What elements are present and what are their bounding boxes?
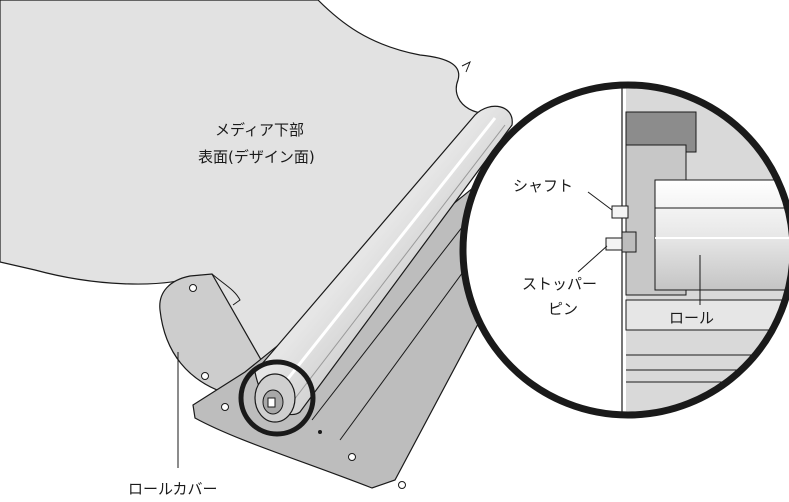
roll-cover-label: ロールカバー bbox=[128, 480, 218, 498]
screw-icon bbox=[318, 430, 322, 434]
detail-highlight-circle bbox=[238, 359, 316, 437]
stopper-pin-label-line1: ストッパー bbox=[522, 275, 597, 293]
stopper-pin-label-line2: ピン bbox=[548, 300, 578, 318]
media-bottom-label-line1: メディア下部 bbox=[215, 121, 304, 139]
screw-icon bbox=[201, 372, 209, 380]
screw-icon bbox=[348, 453, 356, 461]
shaft-label: シャフト bbox=[513, 177, 573, 195]
shaft-part bbox=[611, 205, 629, 219]
screw-icon bbox=[398, 481, 406, 489]
zoom-circle-border bbox=[459, 81, 789, 419]
screw-icon bbox=[189, 284, 197, 292]
cover-bracket bbox=[211, 273, 241, 306]
zoom-detail bbox=[459, 81, 789, 419]
media-bottom-label-line2: 表面(デザイン面) bbox=[198, 148, 315, 166]
screw-icon bbox=[221, 403, 229, 411]
stopper-pin-part bbox=[605, 237, 625, 251]
media-hook bbox=[461, 60, 471, 73]
roll-label: ロール bbox=[669, 309, 714, 327]
